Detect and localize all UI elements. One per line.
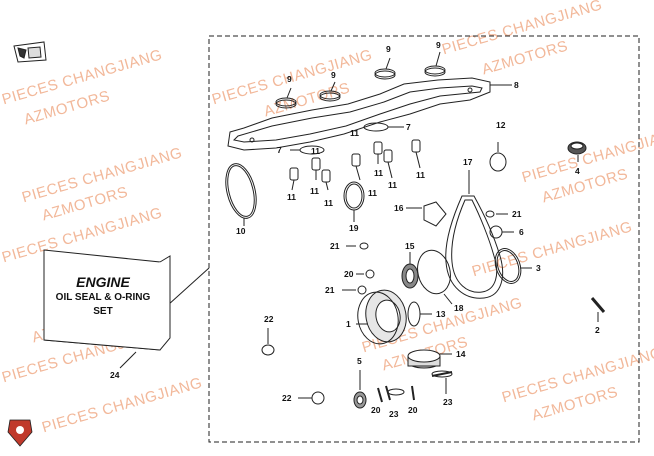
callout-9: 9 bbox=[331, 70, 336, 80]
callout-21: 21 bbox=[325, 285, 335, 295]
callout-8: 8 bbox=[514, 80, 519, 90]
callout-13: 13 bbox=[436, 309, 446, 319]
callout-11: 11 bbox=[350, 128, 359, 138]
gasket-part-17 bbox=[445, 195, 504, 299]
callout-2: 2 bbox=[595, 325, 600, 335]
callout-24: 24 bbox=[110, 370, 120, 380]
callout-9: 9 bbox=[287, 74, 292, 84]
callout-20: 20 bbox=[344, 269, 354, 279]
frame-border bbox=[208, 35, 640, 443]
o-ring-part-3 bbox=[494, 248, 522, 284]
callout-11: 11 bbox=[310, 186, 319, 196]
callout-6: 6 bbox=[519, 227, 524, 237]
callout-12: 12 bbox=[496, 120, 506, 130]
brand-logo-icon bbox=[7, 419, 33, 447]
oil-seal-part-4 bbox=[567, 141, 587, 162]
clip-part-23 bbox=[431, 371, 453, 377]
oil-seal-part-15 bbox=[401, 252, 419, 289]
callout-17: 17 bbox=[463, 157, 473, 167]
o-ring-part-10 bbox=[225, 163, 257, 219]
callout-11: 11 bbox=[287, 192, 296, 202]
callout-21: 21 bbox=[330, 241, 340, 251]
valve-seal-part-11 bbox=[289, 139, 421, 191]
callout-11: 11 bbox=[311, 146, 320, 156]
callout-20: 20 bbox=[408, 405, 418, 415]
callout-23: 23 bbox=[443, 397, 453, 407]
o-ring-part-21 bbox=[485, 210, 495, 218]
gasket-part-16 bbox=[423, 201, 447, 227]
callout-19: 19 bbox=[349, 223, 359, 233]
callout-5: 5 bbox=[357, 356, 362, 366]
callout-9: 9 bbox=[386, 44, 391, 54]
callout-3: 3 bbox=[536, 263, 541, 273]
leader-line bbox=[167, 267, 210, 306]
seal-part-9 bbox=[275, 51, 446, 109]
direction-arrow-icon bbox=[13, 41, 47, 63]
callout-11: 11 bbox=[388, 180, 397, 190]
oil-seal-part-14 bbox=[407, 349, 452, 369]
callout-7: 7 bbox=[277, 145, 282, 155]
o-ring-part-20 bbox=[365, 269, 375, 279]
o-ring-part-12 bbox=[489, 152, 507, 172]
card-subtitle-2: SET bbox=[93, 306, 113, 317]
callout-11: 11 bbox=[368, 188, 377, 198]
callout-20: 20 bbox=[371, 405, 381, 415]
callout-11: 11 bbox=[374, 168, 383, 178]
card-subtitle: OIL SEAL & O-RING bbox=[55, 292, 151, 303]
callout-9: 9 bbox=[436, 40, 441, 50]
callout-11: 11 bbox=[324, 198, 333, 208]
callout-22: 22 bbox=[264, 314, 274, 324]
callout-23: 23 bbox=[389, 409, 399, 419]
clip-part-2 bbox=[590, 297, 606, 313]
callout-11: 11 bbox=[416, 170, 425, 180]
callout-14: 14 bbox=[456, 349, 466, 359]
callout-21: 21 bbox=[512, 209, 522, 219]
callout-18: 18 bbox=[454, 303, 464, 313]
callout-7: 7 bbox=[406, 122, 411, 132]
o-ring-part-18 bbox=[417, 249, 451, 295]
callout-15: 15 bbox=[405, 241, 415, 251]
o-ring-part-22 bbox=[261, 344, 275, 356]
gasket-part-8 bbox=[227, 77, 491, 151]
callout-22: 22 bbox=[282, 393, 292, 403]
oil-seal-part-1 bbox=[356, 289, 407, 345]
callout-4: 4 bbox=[575, 166, 580, 176]
callout-1: 1 bbox=[346, 319, 351, 329]
callout-16: 16 bbox=[394, 203, 404, 213]
callout-10: 10 bbox=[236, 226, 246, 236]
oil-seal-part-5 bbox=[353, 370, 367, 409]
card-title: ENGINE bbox=[76, 274, 130, 290]
